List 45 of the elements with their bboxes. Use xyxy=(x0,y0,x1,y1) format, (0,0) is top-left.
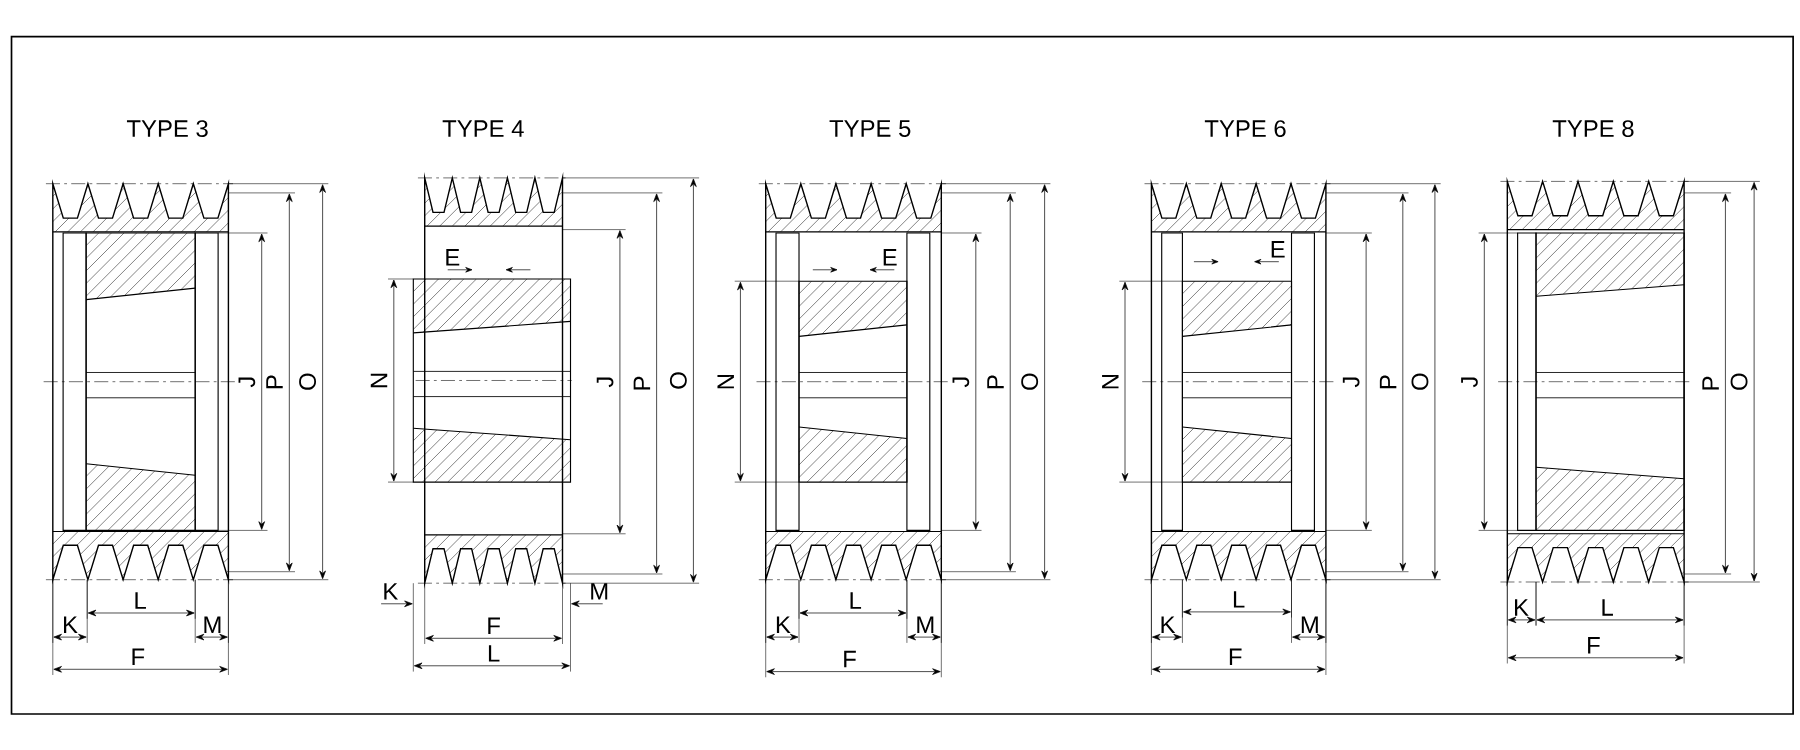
dimension-label: O xyxy=(669,372,687,389)
dimension-label: L xyxy=(1233,591,1245,608)
dimension-label: P xyxy=(266,375,283,389)
dimension-label: K xyxy=(1515,599,1529,616)
dimension-label: J xyxy=(596,377,614,388)
dimension-label: F xyxy=(132,648,145,665)
dimension-label: K xyxy=(64,616,78,633)
dimension-label: F xyxy=(844,650,856,668)
type-title: TYPE 8 xyxy=(1552,120,1634,138)
type-title: TYPE 6 xyxy=(1204,120,1286,138)
type-title: TYPE 4 xyxy=(442,120,524,137)
dimension-label: L xyxy=(135,592,146,609)
dimension-label: L xyxy=(488,645,500,662)
dimension-label: F xyxy=(1229,648,1242,665)
dimension-label: K xyxy=(384,583,398,600)
type-title: TYPE 5 xyxy=(829,120,911,137)
dimension-label: F xyxy=(1588,637,1600,654)
dimension-label: F xyxy=(488,617,500,634)
dimension-label: J xyxy=(952,377,970,388)
dimension-label: L xyxy=(850,592,862,609)
dimension-label: N xyxy=(1102,375,1119,389)
dimension-label: P xyxy=(1702,376,1719,390)
dimension-label: J xyxy=(1461,377,1478,388)
dimension-label: E xyxy=(883,249,897,266)
dimension-label: N xyxy=(370,373,388,388)
dimension-label: M xyxy=(204,616,221,633)
dimension-label: P xyxy=(987,375,1004,389)
dimension-label: M xyxy=(591,583,608,600)
dimension-label: O xyxy=(1411,373,1429,390)
dimension-label: O xyxy=(1730,373,1748,390)
dimension-label: P xyxy=(633,376,651,390)
dimension-label: N xyxy=(717,375,734,389)
dimension-label: O xyxy=(299,373,317,390)
dimension-label: K xyxy=(776,616,791,633)
dimension-label: J xyxy=(1342,377,1360,388)
dimension-label: J xyxy=(238,377,256,388)
dimension-label: O xyxy=(1021,373,1039,390)
type-title: TYPE 3 xyxy=(126,120,208,138)
dimension-label: E xyxy=(1271,241,1285,258)
dimension-label: M xyxy=(917,616,934,633)
dimension-label: L xyxy=(1602,599,1613,616)
dimension-label: M xyxy=(1301,616,1318,633)
dimension-label: K xyxy=(1161,616,1176,633)
dimension-label: P xyxy=(1379,375,1397,389)
dimension-label: E xyxy=(446,249,460,266)
